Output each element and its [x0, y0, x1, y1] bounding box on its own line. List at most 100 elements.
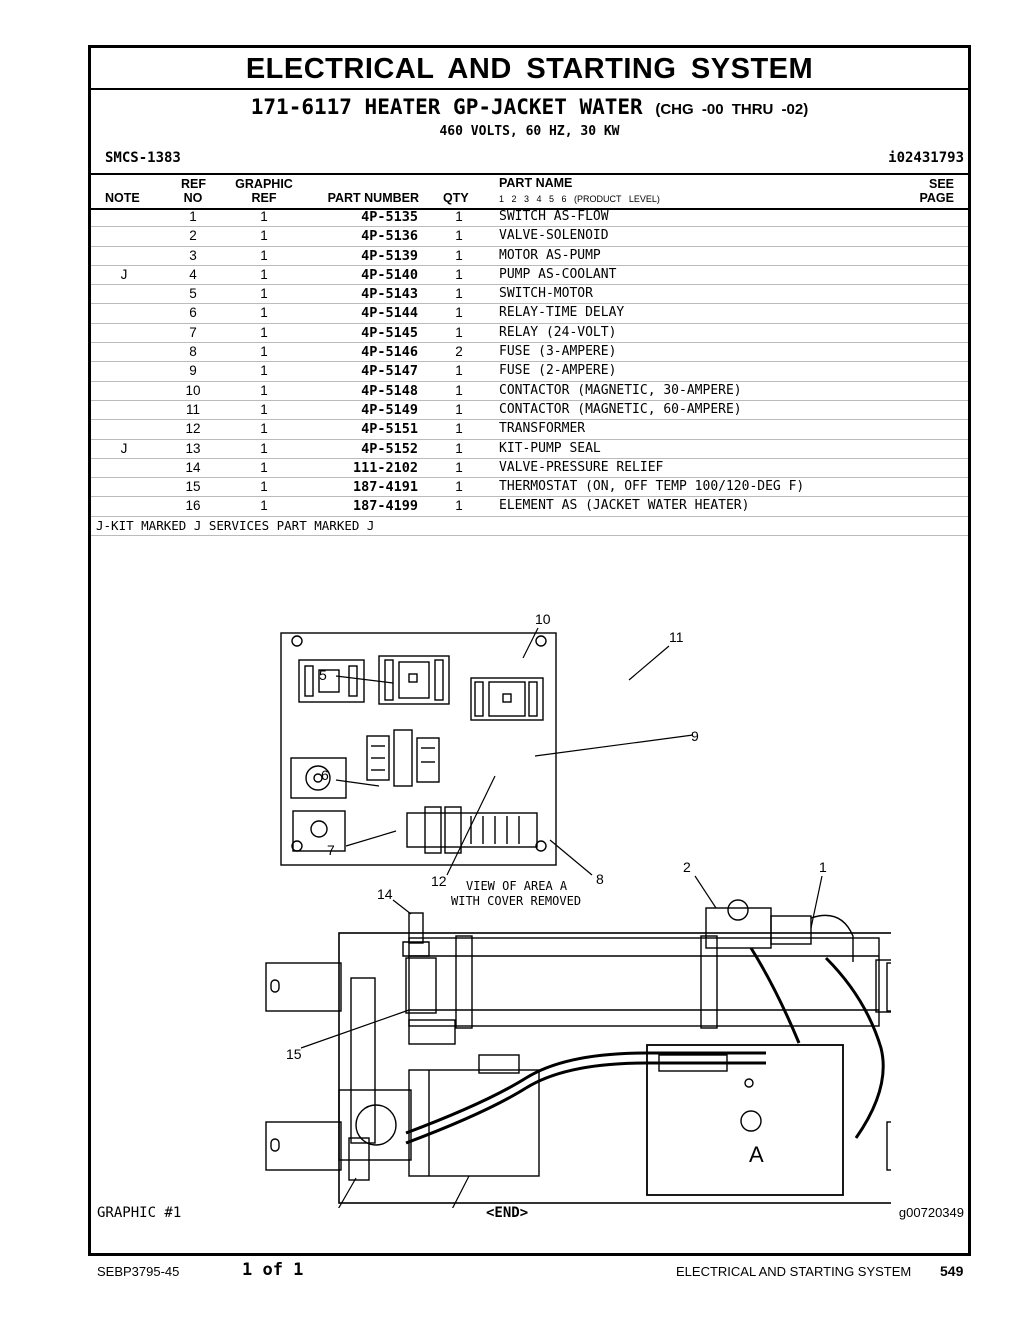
callout-7: 7 — [327, 842, 335, 858]
ref-cell: 16 — [185, 498, 201, 514]
ref-cell: 15 — [185, 479, 201, 495]
qty-cell: 1 — [455, 247, 463, 263]
view-caption-1: VIEW OF AREA A — [466, 879, 568, 893]
spec-line: 460 VOLTS, 60 HZ, 30 KW — [439, 124, 620, 139]
ref-cell: 4 — [189, 266, 197, 282]
section-title: ELECTRICAL AND STARTING SYSTEM — [91, 50, 968, 90]
qty-cell: 1 — [455, 498, 463, 514]
callout-11: 11 — [669, 629, 684, 645]
qty-cell: 1 — [455, 421, 463, 437]
graphic-ref-cell: 1 — [260, 247, 268, 263]
part-name-cell: SWITCH-MOTOR — [499, 286, 593, 302]
part-name-cell: SWITCH AS-FLOW — [499, 209, 609, 224]
callout-leaders — [300, 627, 823, 1208]
part-number-cell: 4P-5139 — [361, 247, 418, 264]
ref-cell: 9 — [189, 363, 197, 379]
part-name-cell: PUMP AS-COOLANT — [499, 266, 617, 282]
ref-cell: 14 — [185, 459, 201, 475]
table-row: 3 1 4P-5139 1 MOTOR AS-PUMP — [91, 247, 968, 266]
footer-page-number: 549 — [940, 1263, 964, 1279]
col-ref-top: REF — [181, 177, 206, 191]
ref-cell: 5 — [189, 286, 197, 302]
callout-6: 6 — [321, 767, 329, 783]
footer-section: ELECTRICAL AND STARTING SYSTEM — [676, 1264, 912, 1279]
col-see-bottom: PAGE — [919, 191, 955, 205]
col-product-level: 1 2 3 4 5 6 (PRODUCT LEVEL) — [499, 194, 660, 204]
graphic-ref-cell: 1 — [260, 440, 268, 456]
callout-15: 15 — [286, 1046, 302, 1062]
smcs-code: SMCS-1383 — [105, 150, 181, 166]
part-number-cell: 4P-5140 — [361, 266, 418, 283]
kit-footnote: J-KIT MARKED J SERVICES PART MARKED J — [91, 517, 968, 536]
part-name-cell: RELAY (24-VOLT) — [499, 324, 617, 340]
graphic-ref-cell: 1 — [260, 421, 268, 437]
qty-cell: 1 — [455, 401, 463, 417]
graphic-number: GRAPHIC #1 — [97, 1205, 182, 1221]
ref-cell: 3 — [189, 247, 197, 263]
part-name-cell: THERMOSTAT (ON, OFF TEMP 100/120-DEG F) — [499, 479, 805, 495]
ref-cell: 10 — [185, 382, 201, 398]
qty-cell: 1 — [455, 382, 463, 398]
part-number-cell: 4P-5136 — [361, 228, 418, 245]
part-number-cell: 4P-5152 — [361, 440, 418, 457]
part-name-cell: VALVE-SOLENOID — [499, 228, 609, 244]
part-number-cell: 4P-5144 — [361, 305, 418, 322]
callout-2: 2 — [683, 859, 691, 875]
graphic-ref-cell: 1 — [260, 459, 268, 475]
graphic-id: g00720349 — [898, 1205, 964, 1220]
qty-cell: 1 — [455, 479, 463, 495]
part-number-cell: 4P-5143 — [361, 286, 418, 303]
callout-labels: 10 11 5 9 6 7 12 8 14 2 1 15 16 4-13 3 V… — [286, 611, 827, 1167]
end-marker: <END> — [486, 1205, 529, 1221]
ref-cell: 12 — [185, 421, 201, 437]
graphic-ref-cell: 1 — [260, 209, 268, 224]
part-name-cell: CONTACTOR (MAGNETIC, 30-AMPERE) — [499, 382, 742, 398]
ref-cell: 2 — [189, 228, 197, 244]
note-cell: J — [120, 440, 128, 456]
col-ref-bottom: NO — [183, 191, 203, 205]
col-part-name: PART NAME — [499, 176, 573, 190]
part-name-cell: CONTACTOR (MAGNETIC, 60-AMPERE) — [499, 401, 742, 417]
part-name-cell: TRANSFORMER — [499, 421, 586, 437]
part-name-cell: MOTOR AS-PUMP — [499, 247, 601, 263]
ref-cell: 11 — [185, 401, 200, 417]
group-title: 171-6117 HEATER GP-JACKET WATER (CHG -00… — [91, 95, 968, 119]
ref-cell: 7 — [189, 324, 197, 340]
qty-cell: 2 — [455, 344, 463, 360]
qty-cell: 1 — [455, 363, 463, 379]
part-name-cell: RELAY-TIME DELAY — [499, 305, 625, 321]
callout-5: 5 — [319, 667, 327, 683]
part-number-cell: 4P-5148 — [361, 382, 418, 399]
control-panel-view — [280, 632, 557, 866]
qty-cell: 1 — [455, 209, 463, 224]
part-number-cell: 187-4199 — [352, 498, 418, 515]
callout-14: 14 — [377, 886, 393, 902]
col-see-top: SEE — [928, 177, 954, 191]
callout-10: 10 — [535, 611, 551, 627]
note-cell: J — [120, 266, 128, 282]
graphic-ref-cell: 1 — [260, 266, 268, 282]
col-note: NOTE — [105, 191, 140, 205]
part-number-cell: 4P-5146 — [361, 344, 418, 361]
part-number-cell: 4P-5145 — [361, 324, 418, 341]
ref-cell: 1 — [189, 209, 197, 224]
qty-cell: 1 — [455, 286, 463, 302]
page-frame: ELECTRICAL AND STARTING SYSTEM 171-6117 … — [88, 45, 971, 1256]
graphic-ref-cell: 1 — [260, 305, 268, 321]
graphic-ref-cell: 1 — [260, 401, 268, 417]
document-id: i02431793 — [888, 150, 964, 166]
part-number-cell: 187-4191 — [352, 479, 418, 496]
graphic-ref-cell: 1 — [260, 228, 268, 244]
col-qty: QTY — [443, 191, 469, 205]
part-name-cell: FUSE (2-AMPERE) — [499, 363, 617, 379]
graphic-ref-cell: 1 — [260, 324, 268, 340]
col-graphic-top: GRAPHIC — [235, 177, 293, 191]
